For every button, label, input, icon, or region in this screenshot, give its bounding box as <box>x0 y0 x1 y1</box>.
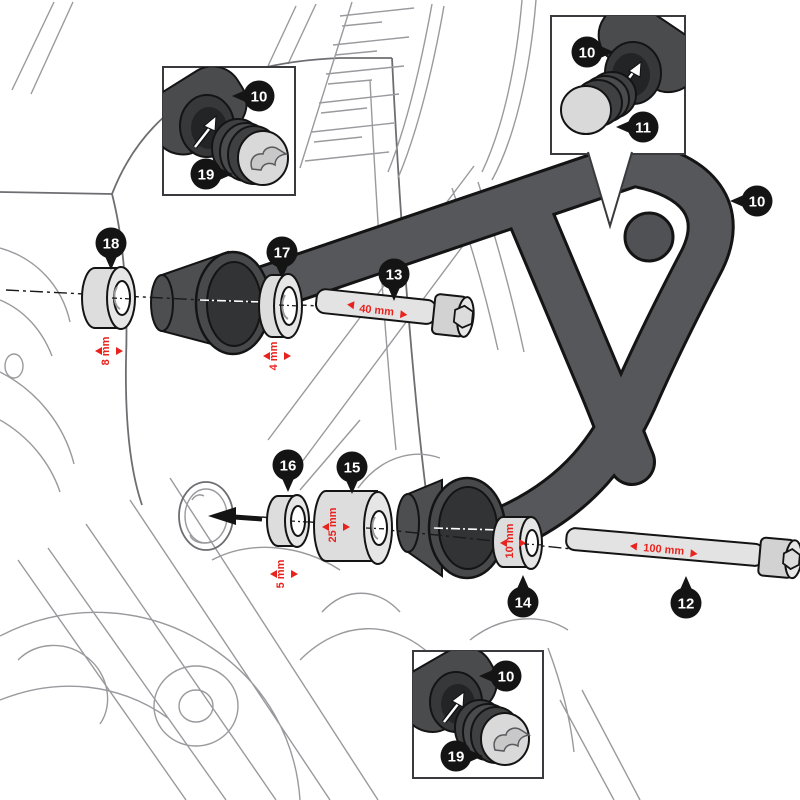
insertion-arrow-icon <box>208 507 263 525</box>
svg-text:10: 10 <box>749 194 766 211</box>
callout-inset-b-10: 10 <box>479 660 522 692</box>
part-washer-16 <box>266 494 310 548</box>
svg-text:15: 15 <box>344 460 361 477</box>
inset-b-cap-19 <box>454 699 532 766</box>
frame-hole-shade <box>189 494 213 544</box>
svg-text:16: 16 <box>280 458 297 475</box>
dim-arrow-right-icon <box>284 352 291 360</box>
lower-face-dash <box>433 527 501 531</box>
callout-15: 15 <box>336 451 368 494</box>
washer-17-dim: 4 mm <box>268 341 280 370</box>
cap-logo-icon <box>493 727 532 752</box>
callout-inset-b-19: 19 <box>440 740 483 772</box>
svg-text:10: 10 <box>251 89 268 106</box>
bar-upper-end <box>150 250 272 356</box>
engine-left-curves <box>0 247 109 725</box>
callout-10-main: 10 <box>730 185 773 217</box>
callout-17: 17 <box>266 236 298 279</box>
part-spacer-14 <box>492 516 543 570</box>
svg-text:10: 10 <box>498 669 515 686</box>
engine-boss-small <box>4 353 24 379</box>
dim-arrow-left-icon <box>322 523 329 531</box>
upper-center-line <box>5 289 321 307</box>
dim-arrow-left-icon <box>95 347 102 355</box>
sketch-top-left-lines <box>11 1 317 95</box>
insert-arrow-icon <box>193 114 217 149</box>
part-washer-17 <box>258 273 303 339</box>
inset-tr-cap-11 <box>560 71 637 135</box>
dim-arrow-right-icon <box>519 539 526 547</box>
svg-text:17: 17 <box>274 245 291 262</box>
crash-bar-tubes <box>217 137 732 547</box>
dim-arrow-left-icon <box>500 539 507 547</box>
spacer-14-dim: 10 mm <box>504 523 516 558</box>
part-bolt-13: 40 mm <box>314 288 475 338</box>
svg-text:11: 11 <box>635 120 651 137</box>
lower-left-diagonals <box>0 477 379 800</box>
inset-top-left: 10 19 <box>162 66 296 196</box>
dim-arrow-left-icon <box>263 352 270 360</box>
dim-arrow-right-icon <box>343 523 350 531</box>
callout-inset-tl-10: 10 <box>232 80 275 112</box>
inset-bottom: 10 19 <box>412 650 544 779</box>
spacer-15-dim: 25 mm <box>327 507 339 542</box>
bar-stub-end <box>623 211 675 263</box>
radiator-fins <box>299 0 537 181</box>
dim-arrow-left-icon <box>347 301 355 310</box>
dim-arrow-right-icon <box>399 310 408 319</box>
crash-bar <box>214 134 735 550</box>
svg-text:19: 19 <box>448 749 465 766</box>
callout-13: 13 <box>378 258 410 301</box>
inset-tl-cap-19 <box>211 118 289 186</box>
cap-logo-icon <box>250 146 289 171</box>
svg-text:10: 10 <box>579 45 596 62</box>
callout-12: 12 <box>670 576 702 619</box>
bar-lower-end <box>396 476 507 580</box>
part-spacer-15 <box>313 490 393 565</box>
spacer-18-dim: 8 mm <box>100 336 112 365</box>
bottom-right-sketch <box>469 618 641 800</box>
svg-text:18: 18 <box>103 236 120 253</box>
engine-case-circle <box>153 665 239 747</box>
bolt-13-length: 40 mm <box>359 303 395 319</box>
insert-arrow-icon <box>442 690 465 724</box>
dimension-labels: 8 mm 4 mm 5 mm 25 mm 10 mm <box>95 336 526 588</box>
callout-inset-tl-19: 19 <box>190 158 233 190</box>
bar-lower-left-rim <box>396 493 420 553</box>
dim-arrow-right-icon <box>116 347 123 355</box>
inset-tr-tube-end <box>597 16 685 105</box>
engine-case-hub <box>178 689 214 723</box>
dim-arrow-right-icon <box>291 570 298 578</box>
bolt-12-length: 100 mm <box>643 542 685 558</box>
upper-face-dash <box>199 299 263 303</box>
hole-dash-ticks <box>111 297 545 546</box>
bar-upper-left-rim <box>150 274 174 332</box>
bar-upper-bore <box>206 261 262 347</box>
dim-arrow-right-icon <box>690 549 698 558</box>
svg-text:13: 13 <box>386 267 403 284</box>
callout-16: 16 <box>272 449 304 492</box>
part-bolt-12: 100 mm <box>565 527 800 580</box>
washer-16-dim: 5 mm <box>275 559 287 588</box>
inset-tr-pointer-tail <box>587 151 633 230</box>
callout-14: 14 <box>507 575 539 618</box>
inset-top-right: 10 11 <box>550 15 686 230</box>
svg-text:12: 12 <box>678 596 695 613</box>
hex-socket-icon <box>452 304 474 329</box>
callout-inset-tr-10: 10 <box>571 36 614 68</box>
svg-text:19: 19 <box>198 167 215 184</box>
callout-18: 18 <box>95 227 127 270</box>
dim-arrow-left-icon <box>270 570 277 578</box>
bracket-curves <box>211 419 441 661</box>
part-spacer-18 <box>81 266 136 330</box>
svg-text:14: 14 <box>515 595 532 612</box>
callout-inset-tr-11: 11 <box>616 111 659 143</box>
dim-arrow-left-icon <box>629 542 638 551</box>
